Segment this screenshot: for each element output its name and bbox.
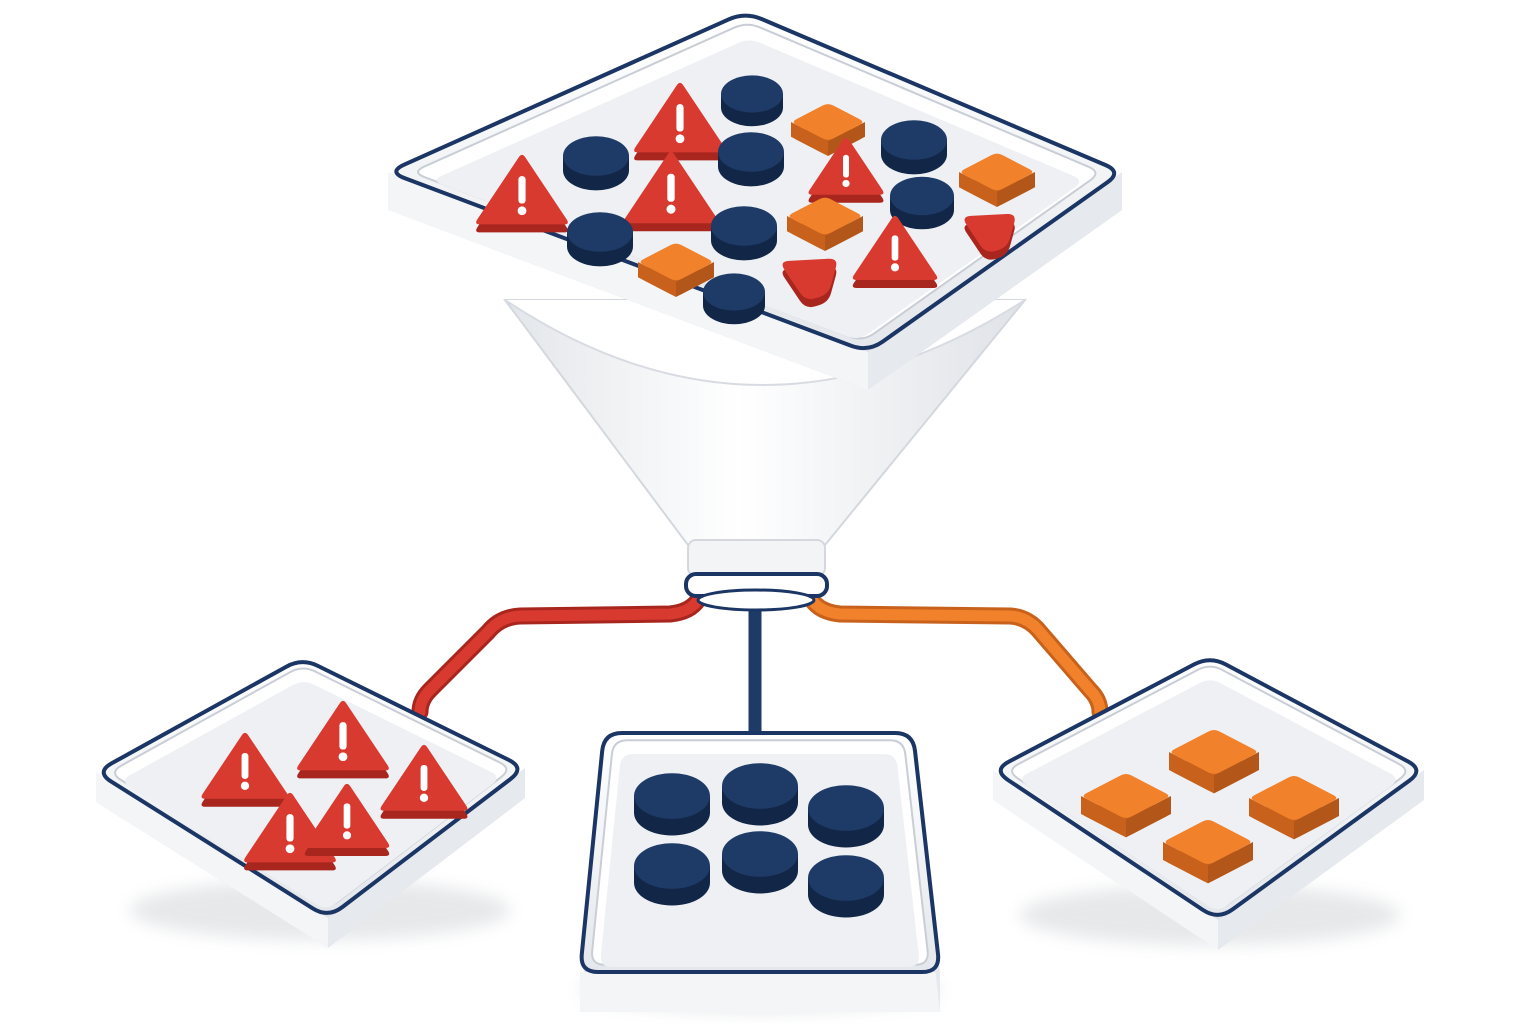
token-icon: [721, 75, 783, 127]
red-tray-wall: [96, 772, 328, 948]
warning-icon: [476, 154, 568, 233]
red-warning-tray: [96, 660, 525, 948]
pipes: [411, 591, 1109, 747]
token-icon: [722, 763, 798, 826]
funnel-neck: [687, 539, 826, 577]
orange-tray-wall: [1218, 770, 1424, 950]
token-icon: [634, 843, 710, 906]
token-icon: [563, 136, 629, 191]
warning-icon: [304, 783, 390, 856]
block-icon: [1169, 730, 1259, 794]
orange-tray-wall: [993, 770, 1218, 950]
orange-block-tray: [993, 658, 1424, 950]
warning-icon: [623, 151, 719, 232]
red-tray-floor: [124, 682, 497, 908]
token-icon: [711, 206, 777, 261]
warning-icon: [634, 82, 726, 161]
token-icon: [890, 176, 954, 230]
orange-tray-contents: [1081, 730, 1339, 884]
navy-tray-contents: [634, 763, 884, 918]
block-icon: [1081, 774, 1171, 838]
block-icon: [638, 243, 714, 297]
warning-icon: [852, 215, 938, 288]
red-tray-wall: [328, 768, 525, 948]
block-icon: [1163, 820, 1253, 884]
orange-tray-floor: [1022, 680, 1396, 910]
token-icon: [634, 773, 710, 836]
block-icon: [959, 153, 1035, 207]
token-icon: [808, 785, 884, 848]
block-icon: [787, 197, 863, 251]
token-icon: [722, 831, 798, 894]
warning-icon: [380, 744, 468, 819]
funnel-contents: [476, 75, 1035, 325]
token-icon: [703, 273, 765, 325]
token-icon: [808, 855, 884, 918]
misshapen-piece-icon: [964, 213, 1015, 260]
misshapen-piece-icon: [782, 258, 837, 308]
warning-icon: [297, 700, 389, 779]
red-tray-contents: [201, 700, 468, 871]
block-icon: [791, 104, 865, 157]
block-icon: [1249, 776, 1339, 840]
token-icon: [881, 120, 947, 175]
funnel-tray-wall: [868, 172, 1122, 390]
warning-icon: [201, 732, 289, 807]
token-icon: [567, 212, 633, 267]
warning-icon: [808, 137, 884, 203]
token-icon: [718, 132, 784, 187]
navy-tray-wall: [580, 972, 940, 1012]
